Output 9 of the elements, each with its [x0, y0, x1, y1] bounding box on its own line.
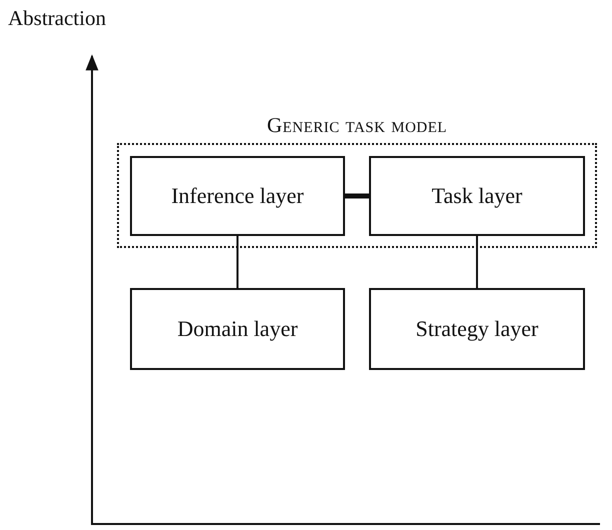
group-heading: Generic task model	[266, 113, 448, 138]
layer-box: Task layer	[369, 156, 585, 236]
layer-box: Domain layer	[130, 288, 345, 370]
connector-line	[476, 236, 478, 288]
layer-box: Strategy layer	[369, 288, 585, 370]
layer-box: Inference layer	[130, 156, 345, 236]
connector-line	[345, 194, 369, 198]
axis-label: Abstraction	[8, 6, 106, 31]
connector-line	[236, 236, 238, 288]
